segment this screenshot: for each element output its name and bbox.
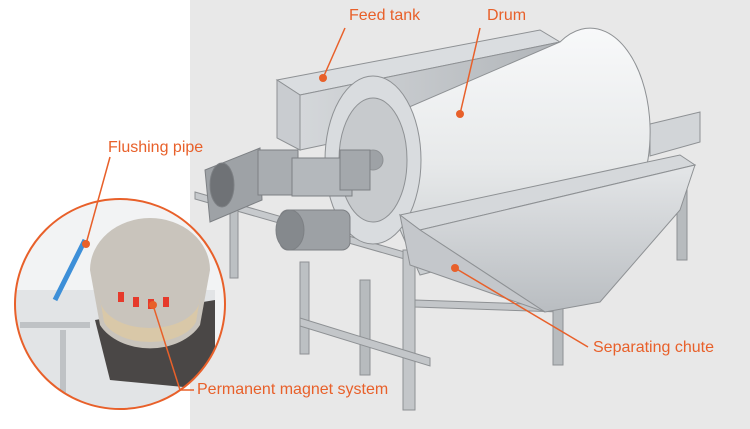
drum-leader: [459, 27, 481, 115]
feed-tank-leader: [322, 27, 346, 79]
separating-chute-leader: [454, 267, 589, 348]
drum-dot: [456, 110, 464, 118]
drive-motor: [204, 147, 371, 251]
feed-tank-dot: [319, 74, 327, 82]
flushing-pipe-leader: [85, 156, 111, 245]
magnet-system-leader: [152, 304, 194, 391]
magnet-system-dot: [149, 301, 157, 309]
drum-label: Drum: [487, 7, 527, 24]
permanent-magnet-system-label: Permanent magnet system: [197, 381, 389, 398]
separating-chute-dot: [451, 264, 459, 272]
magnet-system-inset: [14, 198, 226, 410]
separating-chute: [398, 154, 697, 313]
flushing-pipe-dot: [82, 240, 90, 248]
leader-dots: [82, 74, 464, 309]
separating-chute-label: Separating chute: [593, 339, 714, 356]
flushing-pipe-label: Flushing pipe: [108, 139, 204, 156]
feed-tank-label: Feed tank: [349, 7, 421, 24]
leader-lines: [85, 27, 589, 391]
